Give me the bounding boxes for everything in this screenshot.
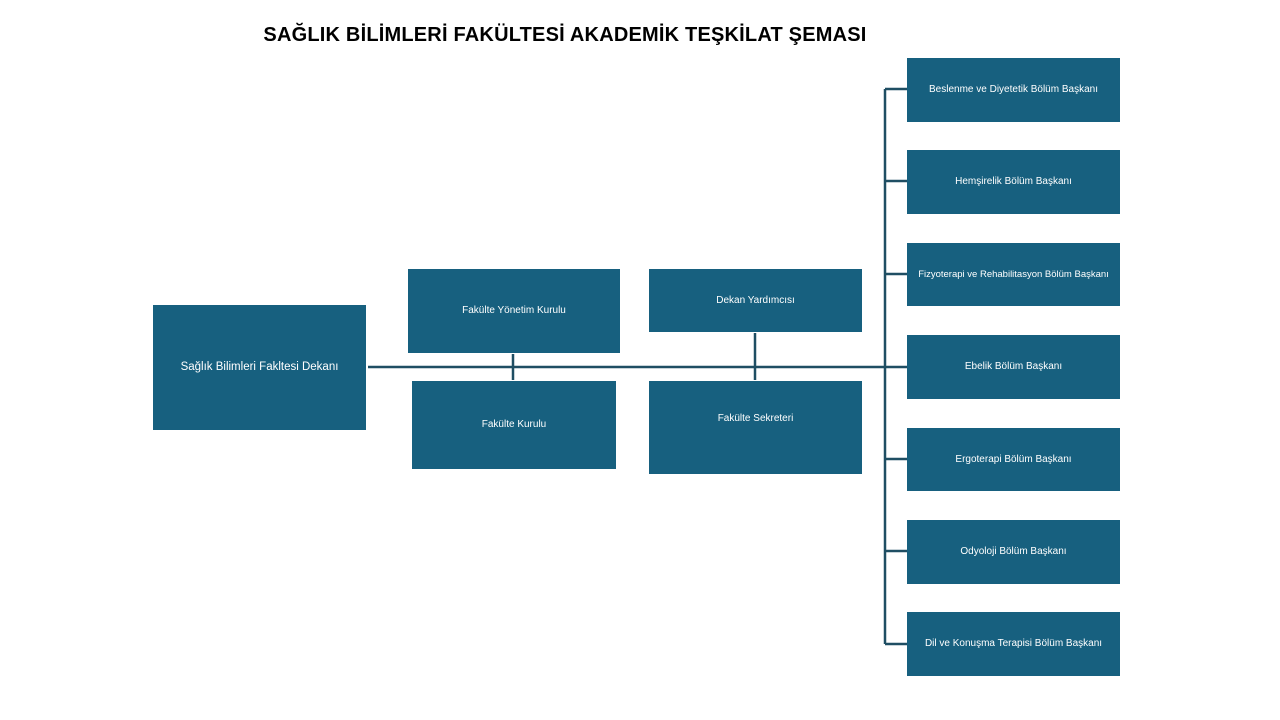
faculty-council-label: Fakülte Kurulu: [481, 419, 547, 430]
department-box: Odyoloji Bölüm Başkanı: [907, 520, 1120, 584]
department-box: Ebelik Bölüm Başkanı: [907, 335, 1120, 399]
department-label: Fizyoterapi ve Rehabilitasyon Bölüm Başk…: [918, 268, 1109, 280]
department-label: Ebelik Bölüm Başkanı: [964, 361, 1063, 372]
vice-dean-box: Dekan Yardımcısı: [649, 269, 862, 332]
faculty-board-box: Fakülte Yönetim Kurulu: [408, 269, 620, 353]
faculty-council-box: Fakülte Kurulu: [412, 381, 616, 469]
chart-title: SAĞLIK BİLİMLERİ FAKÜLTESİ AKADEMİK TEŞK…: [263, 24, 867, 46]
vice-dean-label: Dekan Yardımcısı: [716, 294, 795, 306]
department-label: Beslenme ve Diyetetik Bölüm Başkanı: [929, 84, 1098, 95]
department-label: Dil ve Konuşma Terapisi Bölüm Başkanı: [924, 638, 1103, 649]
department-box: Hemşirelik Bölüm Başkanı: [907, 150, 1120, 214]
department-label: Hemşirelik Bölüm Başkanı: [955, 176, 1072, 187]
dean-box: Sağlık Bilimleri Fakltesi Dekanı: [153, 305, 366, 430]
department-box: Beslenme ve Diyetetik Bölüm Başkanı: [907, 58, 1120, 122]
department-box: Dil ve Konuşma Terapisi Bölüm Başkanı: [907, 612, 1120, 676]
department-box: Ergoterapi Bölüm Başkanı: [907, 428, 1120, 491]
faculty-board-label: Fakülte Yönetim Kurulu: [462, 305, 566, 316]
department-label: Ergoterapi Bölüm Başkanı: [955, 453, 1072, 465]
faculty-secretary-box: Fakülte Sekreteri: [649, 381, 862, 474]
faculty-secretary-label: Fakülte Sekreteri: [717, 413, 794, 424]
department-label: Odyoloji Bölüm Başkanı: [960, 546, 1067, 557]
dean-label: Sağlık Bilimleri Fakltesi Dekanı: [180, 360, 339, 373]
department-box: Fizyoterapi ve Rehabilitasyon Bölüm Başk…: [907, 243, 1120, 306]
